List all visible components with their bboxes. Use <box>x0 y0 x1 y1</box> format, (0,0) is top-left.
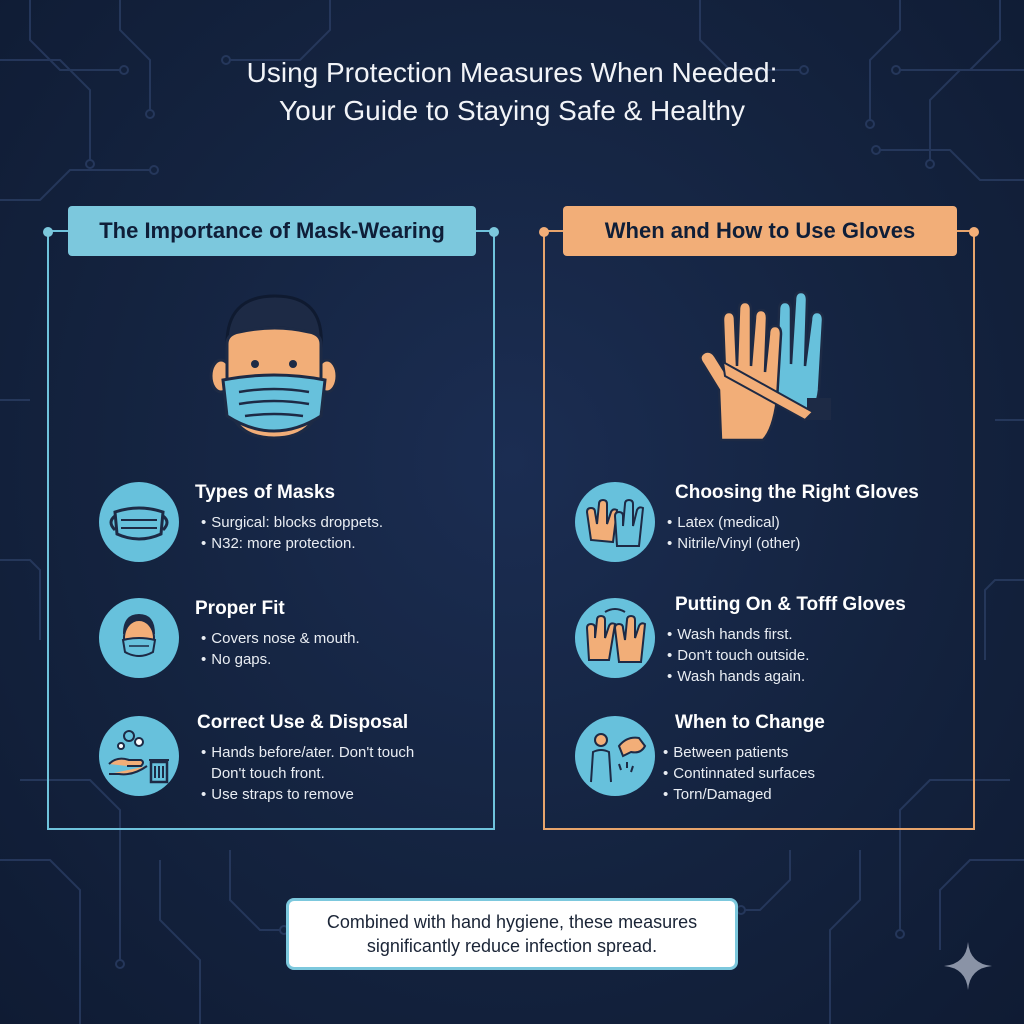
item-title: Putting On & Tofff Gloves <box>675 594 906 615</box>
item-line: Wash hands first. <box>667 624 809 645</box>
item-line: Don't touch front. <box>211 765 325 782</box>
item-title: Proper Fit <box>195 598 285 619</box>
summary-line-1: Combined with hand hygiene, these measur… <box>326 912 698 932</box>
title-line-2: Your Guide to Staying Safe & Healthy <box>279 95 745 126</box>
gloves-panel: When and How to Use Gloves Choosing the … <box>539 206 979 830</box>
face-with-mask-icon <box>209 294 339 440</box>
item-line: N32: more protection. <box>201 533 383 554</box>
item-line: Latex (medical) <box>667 512 800 533</box>
item-line: Nitrile/Vinyl (other) <box>667 533 800 554</box>
item-line: Wash hands again. <box>667 666 809 687</box>
connector-dot <box>489 227 499 237</box>
list-item-when-to-change: When to Change Between patients Continna… <box>545 712 973 816</box>
masked-person-icon <box>99 598 179 678</box>
connector-dot <box>539 227 549 237</box>
title-line-1: Using Protection Measures When Needed: <box>246 57 778 88</box>
item-title: Types of Masks <box>195 482 336 503</box>
surgical-mask-icon <box>99 482 179 562</box>
connector-dot <box>43 227 53 237</box>
item-title: Choosing the Right Gloves <box>675 482 919 503</box>
item-line: Surgical: blocks droppets. <box>201 512 383 533</box>
summary-callout: Combined with hand hygiene, these measur… <box>286 898 738 970</box>
item-lines: Hands before/ater. Don't touch Don't tou… <box>201 742 414 805</box>
item-lines: Between patients Continnated surfaces To… <box>663 742 815 805</box>
gloved-hands-icon <box>699 290 831 442</box>
item-lines: Surgical: blocks droppets. N32: more pro… <box>201 512 383 554</box>
item-line: Hands before/ater. Don't touch <box>201 742 414 763</box>
item-lines: Wash hands first. Don't touch outside. W… <box>667 624 809 687</box>
item-line: Use straps to remove <box>201 784 414 805</box>
item-line: No gaps. <box>201 649 360 670</box>
person-changing-gloves-icon <box>575 716 655 796</box>
connector-dot <box>969 227 979 237</box>
masks-panel: The Importance of Mask-Wearing Types of … <box>43 206 499 830</box>
item-lines: Latex (medical) Nitrile/Vinyl (other) <box>667 512 800 554</box>
list-item-correct-use: Correct Use & Disposal Hands before/ater… <box>49 712 493 816</box>
hands-raised-icon <box>575 598 655 678</box>
list-item-putting-on-gloves: Putting On & Tofff Gloves Wash hands fir… <box>545 594 973 698</box>
item-lines: Covers nose & mouth. No gaps. <box>201 628 360 670</box>
item-line: Don't touch outside. <box>667 645 809 666</box>
item-line: Torn/Damaged <box>663 784 815 805</box>
list-item-proper-fit: Proper Fit Covers nose & mouth. No gaps. <box>49 598 493 698</box>
hand-wash-bin-icon <box>99 716 179 796</box>
summary-line-2: significantly reduce infection spread. <box>366 936 658 956</box>
item-title: When to Change <box>675 712 825 733</box>
item-title: Correct Use & Disposal <box>197 712 409 733</box>
sparkle-icon <box>944 942 992 990</box>
list-item-choosing-gloves: Choosing the Right Gloves Latex (medical… <box>545 482 973 582</box>
page-title: Using Protection Measures When Needed: Y… <box>0 54 1024 130</box>
list-item-types-of-masks: Types of Masks Surgical: blocks droppets… <box>49 482 493 582</box>
item-line: Between patients <box>663 742 815 763</box>
masks-panel-header: The Importance of Mask-Wearing <box>68 206 476 256</box>
item-line: Covers nose & mouth. <box>201 628 359 649</box>
glove-pair-icon <box>575 482 655 562</box>
gloves-panel-header: When and How to Use Gloves <box>563 206 957 256</box>
item-line: Continnated surfaces <box>663 763 815 784</box>
